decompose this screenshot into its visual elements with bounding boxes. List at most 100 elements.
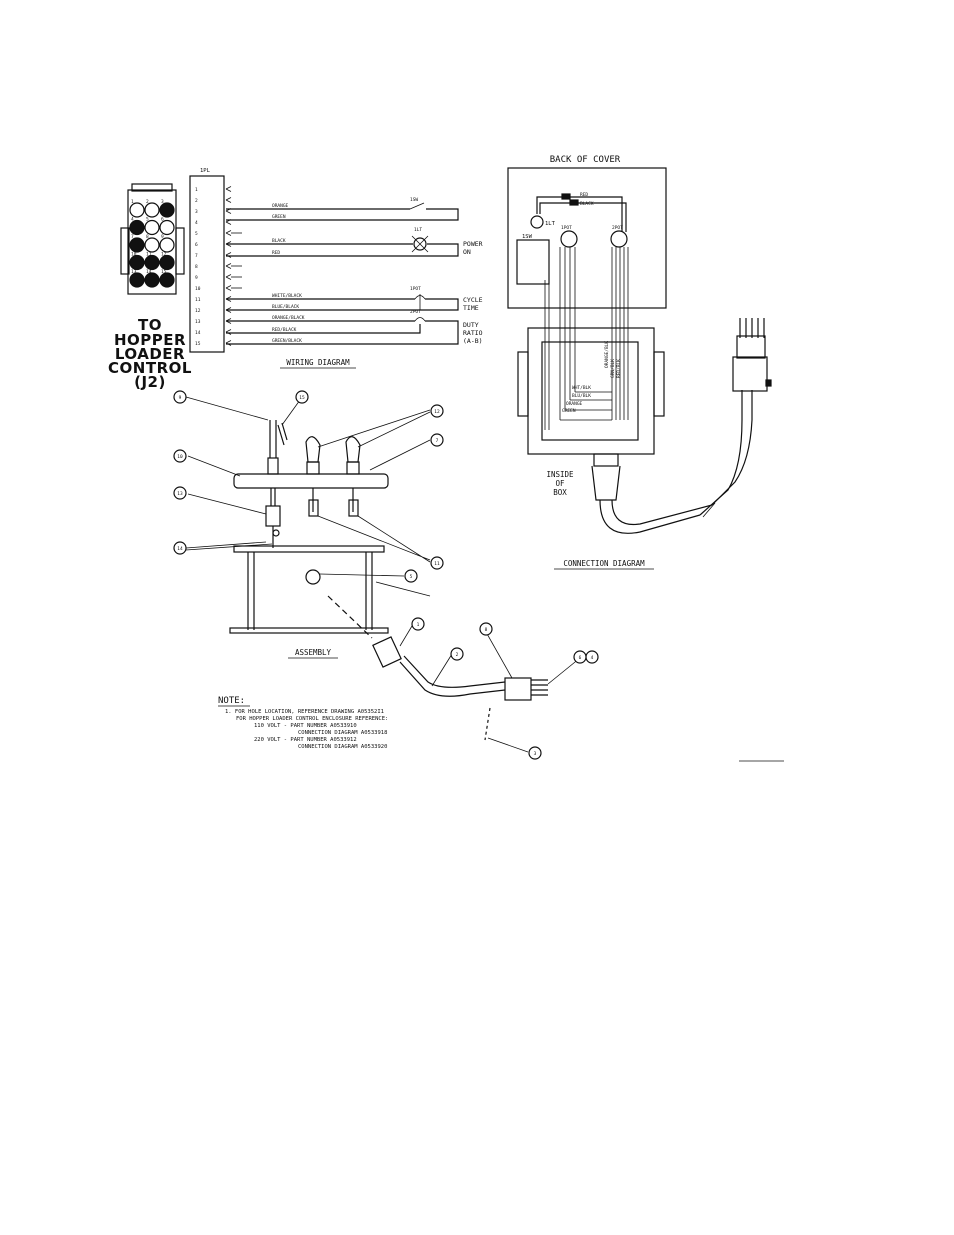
connector-pin-number: 11 bbox=[146, 252, 152, 258]
terminal-number: 3 bbox=[195, 209, 198, 215]
wire-label-red: RED bbox=[272, 250, 280, 256]
balloon-number: 11 bbox=[434, 561, 440, 567]
terminal-number: 1 bbox=[195, 187, 198, 193]
wire-label-orange: ORANGE bbox=[272, 203, 289, 209]
connector-pin bbox=[159, 237, 175, 253]
assembly-title: ASSEMBLY bbox=[295, 648, 332, 657]
connector-pin bbox=[144, 219, 160, 236]
wire-label-blue-black: BLUE/BLACK bbox=[272, 304, 299, 310]
power-on-label: POWER bbox=[463, 240, 483, 248]
terminal-arrow bbox=[225, 252, 232, 258]
balloon-number: 10 bbox=[177, 454, 183, 460]
pot2-label: 2POT bbox=[410, 309, 421, 315]
balloon-number: 13 bbox=[177, 491, 183, 497]
connector-pin-number: 8 bbox=[146, 234, 149, 240]
caption-line: (J2) bbox=[134, 373, 166, 391]
balloon-number: 6 bbox=[579, 655, 582, 661]
terminal-number: 12 bbox=[195, 308, 201, 314]
terminal-number: 15 bbox=[195, 341, 201, 347]
connector-pin-number: 6 bbox=[161, 217, 164, 223]
balloon-number: 2 bbox=[456, 652, 459, 658]
connector-pin bbox=[144, 254, 160, 271]
balloon-number: 12 bbox=[434, 409, 440, 415]
terminal-number: 6 bbox=[195, 242, 198, 248]
cover-light-label: 1LT bbox=[545, 221, 556, 227]
connector-pin-number: 1 bbox=[131, 199, 134, 205]
balloon-number: 8 bbox=[485, 627, 488, 633]
box-wire-orange: ORANGE bbox=[566, 401, 583, 407]
balloon-number: 1 bbox=[417, 622, 420, 628]
balloon-number: 3 bbox=[534, 751, 537, 757]
balloon-number: 14 bbox=[177, 546, 183, 552]
terminal-number: 11 bbox=[195, 297, 201, 303]
connector-pin bbox=[129, 254, 145, 271]
terminal-arrow bbox=[225, 197, 232, 203]
power-on-label: ON bbox=[463, 248, 471, 256]
terminal-arrow bbox=[225, 329, 232, 335]
balloon bbox=[411, 617, 425, 631]
light-label: 1LT bbox=[414, 227, 422, 233]
note-line: CONNECTION DIAGRAM A0533920 bbox=[298, 744, 387, 750]
wire-label-black: BLACK bbox=[272, 238, 286, 244]
connector-pin bbox=[129, 219, 145, 236]
balloon-number: 4 bbox=[591, 655, 594, 661]
box-wire-red-blk: RED/BLK bbox=[616, 359, 622, 378]
wiring-diagram-title: WIRING DIAGRAM bbox=[286, 358, 350, 367]
balloon-number: 7 bbox=[436, 438, 439, 444]
connector-caption: TO HOPPER LOADER CONTROL (J2) bbox=[108, 316, 192, 391]
inside-box-label: INSIDE bbox=[546, 470, 574, 479]
caption-line: TO bbox=[138, 316, 162, 334]
duty-ratio-label: RATIO bbox=[463, 329, 483, 337]
balloon bbox=[173, 486, 187, 500]
terminal-number: 9 bbox=[195, 275, 198, 281]
note-line: 1. FOR HOLE LOCATION, REFERENCE DRAWING … bbox=[225, 709, 384, 715]
cover-wire-red: RED bbox=[580, 192, 588, 198]
cover-switch-label: 1SW bbox=[522, 234, 533, 240]
connector-pin-number: 14 bbox=[146, 269, 152, 275]
connection-diagram: BACK OF COVER 1LT 1SW 1POT 2POT RED BLAC… bbox=[507, 155, 772, 570]
pot1-label: 1POT bbox=[410, 286, 421, 292]
note-line: 110 VOLT - PART NUMBER A0533910 bbox=[254, 723, 357, 729]
box-wire-white-blk: WHT/BLK bbox=[572, 385, 591, 391]
connector-pin bbox=[159, 219, 175, 236]
terminal-number: 13 bbox=[195, 319, 201, 325]
connector-pin bbox=[144, 272, 160, 288]
balloon bbox=[173, 449, 187, 463]
box-wire-green: GREEN bbox=[562, 408, 576, 414]
connector-pin-number: 10 bbox=[131, 252, 137, 258]
balloon bbox=[430, 404, 444, 418]
connector-pin-number: 15 bbox=[161, 269, 167, 275]
cycle-time-label: CYCLE bbox=[463, 296, 483, 304]
terminal-arrow bbox=[225, 274, 232, 280]
balloon bbox=[430, 556, 444, 570]
connector-pin-number: 7 bbox=[131, 234, 134, 240]
duty-ratio-label: DUTY bbox=[463, 321, 479, 329]
terminal-number: 14 bbox=[195, 330, 201, 336]
balloon-number: 15 bbox=[299, 395, 305, 401]
connector-pin-number: 13 bbox=[131, 269, 137, 275]
balloon bbox=[404, 569, 418, 583]
balloon bbox=[573, 650, 587, 664]
connector-pin-number: 2 bbox=[146, 199, 149, 205]
connector-pin-number: 9 bbox=[161, 234, 164, 240]
terminal-arrow bbox=[225, 340, 232, 346]
terminal-number: 7 bbox=[195, 253, 198, 259]
duty-ratio-label: (A-B) bbox=[463, 337, 483, 345]
cover-wire-black: BLACK bbox=[580, 201, 594, 207]
balloon bbox=[430, 433, 444, 447]
note-line: FOR HOPPER LOADER CONTROL ENCLOSURE REFE… bbox=[236, 716, 388, 722]
terminal-arrow bbox=[225, 230, 232, 236]
wire-label-white-black: WHITE/BLACK bbox=[272, 293, 302, 299]
caption-line: CONTROL bbox=[108, 359, 192, 377]
balloon bbox=[479, 622, 493, 636]
inside-box-label: OF bbox=[555, 479, 565, 488]
terminal-arrow bbox=[225, 263, 232, 269]
cover-pot1-label: 1POT bbox=[561, 225, 572, 231]
connector-pin bbox=[144, 237, 160, 253]
